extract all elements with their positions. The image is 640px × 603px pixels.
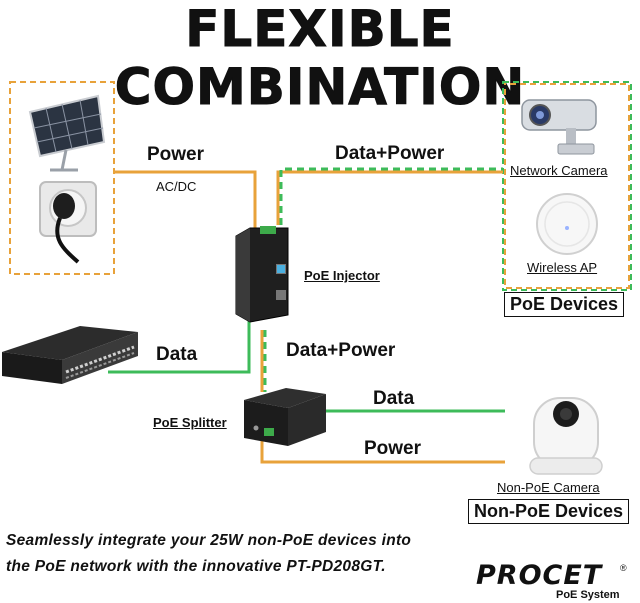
data-power-line-top-green (279, 167, 503, 225)
caption: Seamlessly integrate your 25W non-PoE de… (6, 528, 411, 580)
wireless-ap-icon (536, 193, 598, 255)
caption-line-2: the PoE network with the innovative PT-P… (6, 558, 386, 575)
data-power-line-top-orange (276, 170, 503, 225)
logo-tagline: PoE System (556, 589, 620, 601)
poe-splitter-icon (244, 388, 326, 446)
solar-panel-icon (28, 94, 106, 172)
poe-injector-label: PoE Injector (304, 268, 380, 283)
poe-devices-box-inner (504, 83, 630, 289)
page-title: FLEXIBLE COMBINATION (114, 0, 526, 117)
network-switch-icon (2, 326, 138, 384)
network-camera-label: Network Camera (510, 163, 608, 178)
poe-devices-box (502, 81, 632, 291)
power-label-right: Power (364, 438, 422, 459)
network-camera-icon (521, 99, 597, 155)
data-line-left (108, 320, 251, 374)
poe-devices-label: PoE Devices (504, 292, 625, 317)
data-power-label-top: Data+Power (335, 143, 445, 164)
procet-logo: PROCET (476, 560, 603, 591)
power-line-right (260, 438, 505, 464)
power-label-top: Power (147, 144, 205, 165)
non-poe-camera-icon (529, 397, 603, 475)
wireless-ap-label: Wireless AP (527, 260, 598, 275)
data-label-right: Data (373, 388, 415, 409)
power-line-top (114, 170, 257, 228)
non-poe-devices-label: Non-PoE Devices (468, 499, 630, 524)
caption-line-1: Seamlessly integrate your 25W non-PoE de… (6, 532, 412, 549)
data-label-left: Data (156, 344, 198, 365)
wall-socket-icon (39, 181, 97, 264)
data-power-label-mid: Data+Power (286, 340, 396, 361)
power-source-box (9, 81, 115, 275)
acdc-label: AC/DC (156, 179, 197, 194)
poe-injector-icon (235, 226, 289, 323)
registered-mark: ® (620, 563, 627, 573)
non-poe-camera-label: Non-PoE Camera (497, 480, 600, 495)
poe-splitter-label: PoE Splitter (153, 415, 227, 430)
